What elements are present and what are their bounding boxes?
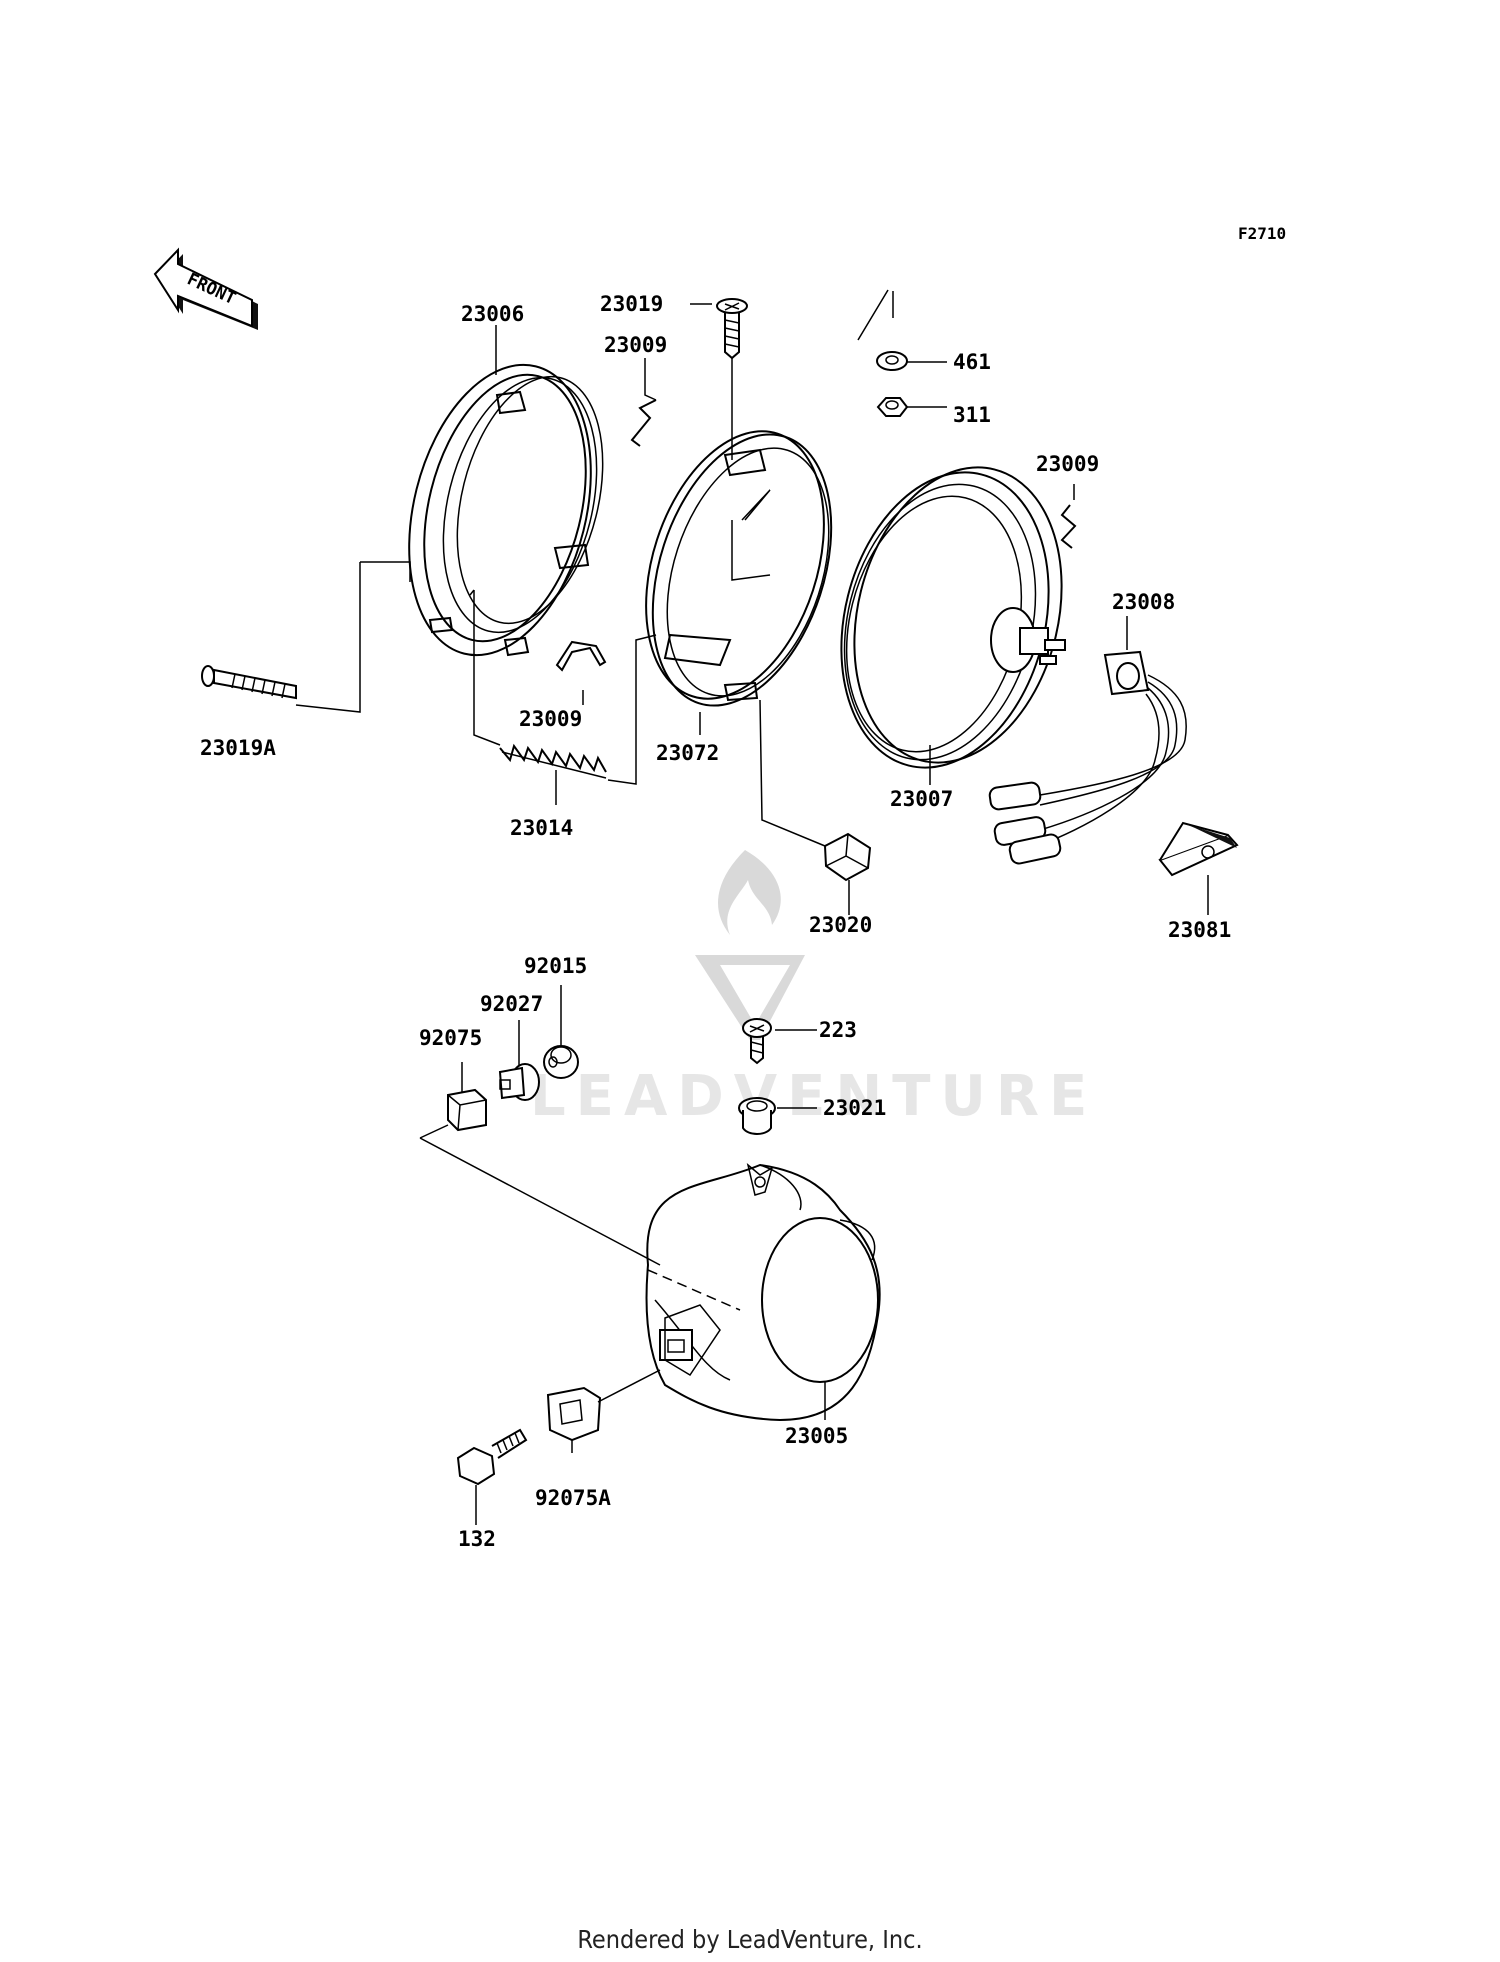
part-label-23019A: 23019A: [200, 736, 276, 760]
part-label-92075A: 92075A: [535, 1486, 611, 1510]
part-23019-screw: [716, 298, 748, 360]
leader-lines: [295, 289, 1209, 1525]
part-label-23008: 23008: [1112, 590, 1175, 614]
part-label-23007: 23007: [890, 787, 953, 811]
flame-watermark-icon: [718, 850, 781, 935]
part-label-23009-right: 23009: [1036, 452, 1099, 476]
part-23014-spring: [499, 743, 607, 779]
part-label-92075: 92075: [419, 1026, 482, 1050]
watermark: LEADVENTURE: [530, 850, 1097, 1129]
washer-hole: [885, 355, 899, 365]
part-23020-nut: [823, 832, 872, 882]
part-label-23019: 23019: [600, 292, 663, 316]
part-23009-clip-3: [555, 640, 607, 672]
part-label-23005: 23005: [785, 1424, 848, 1448]
figure-code: F2710: [1238, 224, 1286, 243]
part-label-92015: 92015: [524, 954, 587, 978]
part-23021-grommet: [738, 1097, 776, 1135]
part-23081-block: [1158, 821, 1239, 877]
part-461-washer: [876, 351, 908, 371]
part-311-nut: [876, 397, 909, 417]
part-23007-sealed-beam: [840, 466, 1066, 769]
watermark-text: LEADVENTURE: [530, 1064, 1097, 1129]
part-label-311: 311: [953, 403, 991, 427]
part-label-23009-mid: 23009: [519, 707, 582, 731]
part-92015-nut: [543, 1045, 579, 1079]
part-23009-clip-2: [1060, 504, 1077, 549]
part-92027-bracket: [498, 1063, 540, 1101]
part-label-23081: 23081: [1168, 918, 1231, 942]
part-132-bolt: [456, 1428, 528, 1486]
part-23009-clip-1: [630, 399, 657, 447]
part-92075A-seal: [546, 1386, 602, 1442]
part-23072-ring: [645, 430, 833, 707]
part-label-461: 461: [953, 350, 991, 374]
part-223-screw: [742, 1018, 772, 1065]
part-23019A-screw: [201, 665, 297, 700]
footer-credit: Rendered by LeadVenture, Inc.: [577, 1925, 923, 1954]
part-23006-rim: [408, 363, 604, 657]
part-23008-harness: [988, 650, 1187, 865]
part-label-23020: 23020: [809, 913, 872, 937]
part-92075-bushing: [447, 1088, 487, 1132]
front-arrow-icon: FRONT: [153, 247, 258, 330]
v-watermark-icon: [695, 955, 805, 1040]
part-label-23072: 23072: [656, 741, 719, 765]
part-label-132: 132: [458, 1527, 496, 1551]
part-label-223: 223: [819, 1018, 857, 1042]
part-label-23014: 23014: [510, 816, 573, 840]
part-label-23006: 23006: [461, 302, 524, 326]
part-23005-housing: [645, 1162, 881, 1422]
part-label-23021: 23021: [823, 1096, 886, 1120]
part-label-92027: 92027: [480, 992, 543, 1016]
part-label-23009-top: 23009: [604, 333, 667, 357]
